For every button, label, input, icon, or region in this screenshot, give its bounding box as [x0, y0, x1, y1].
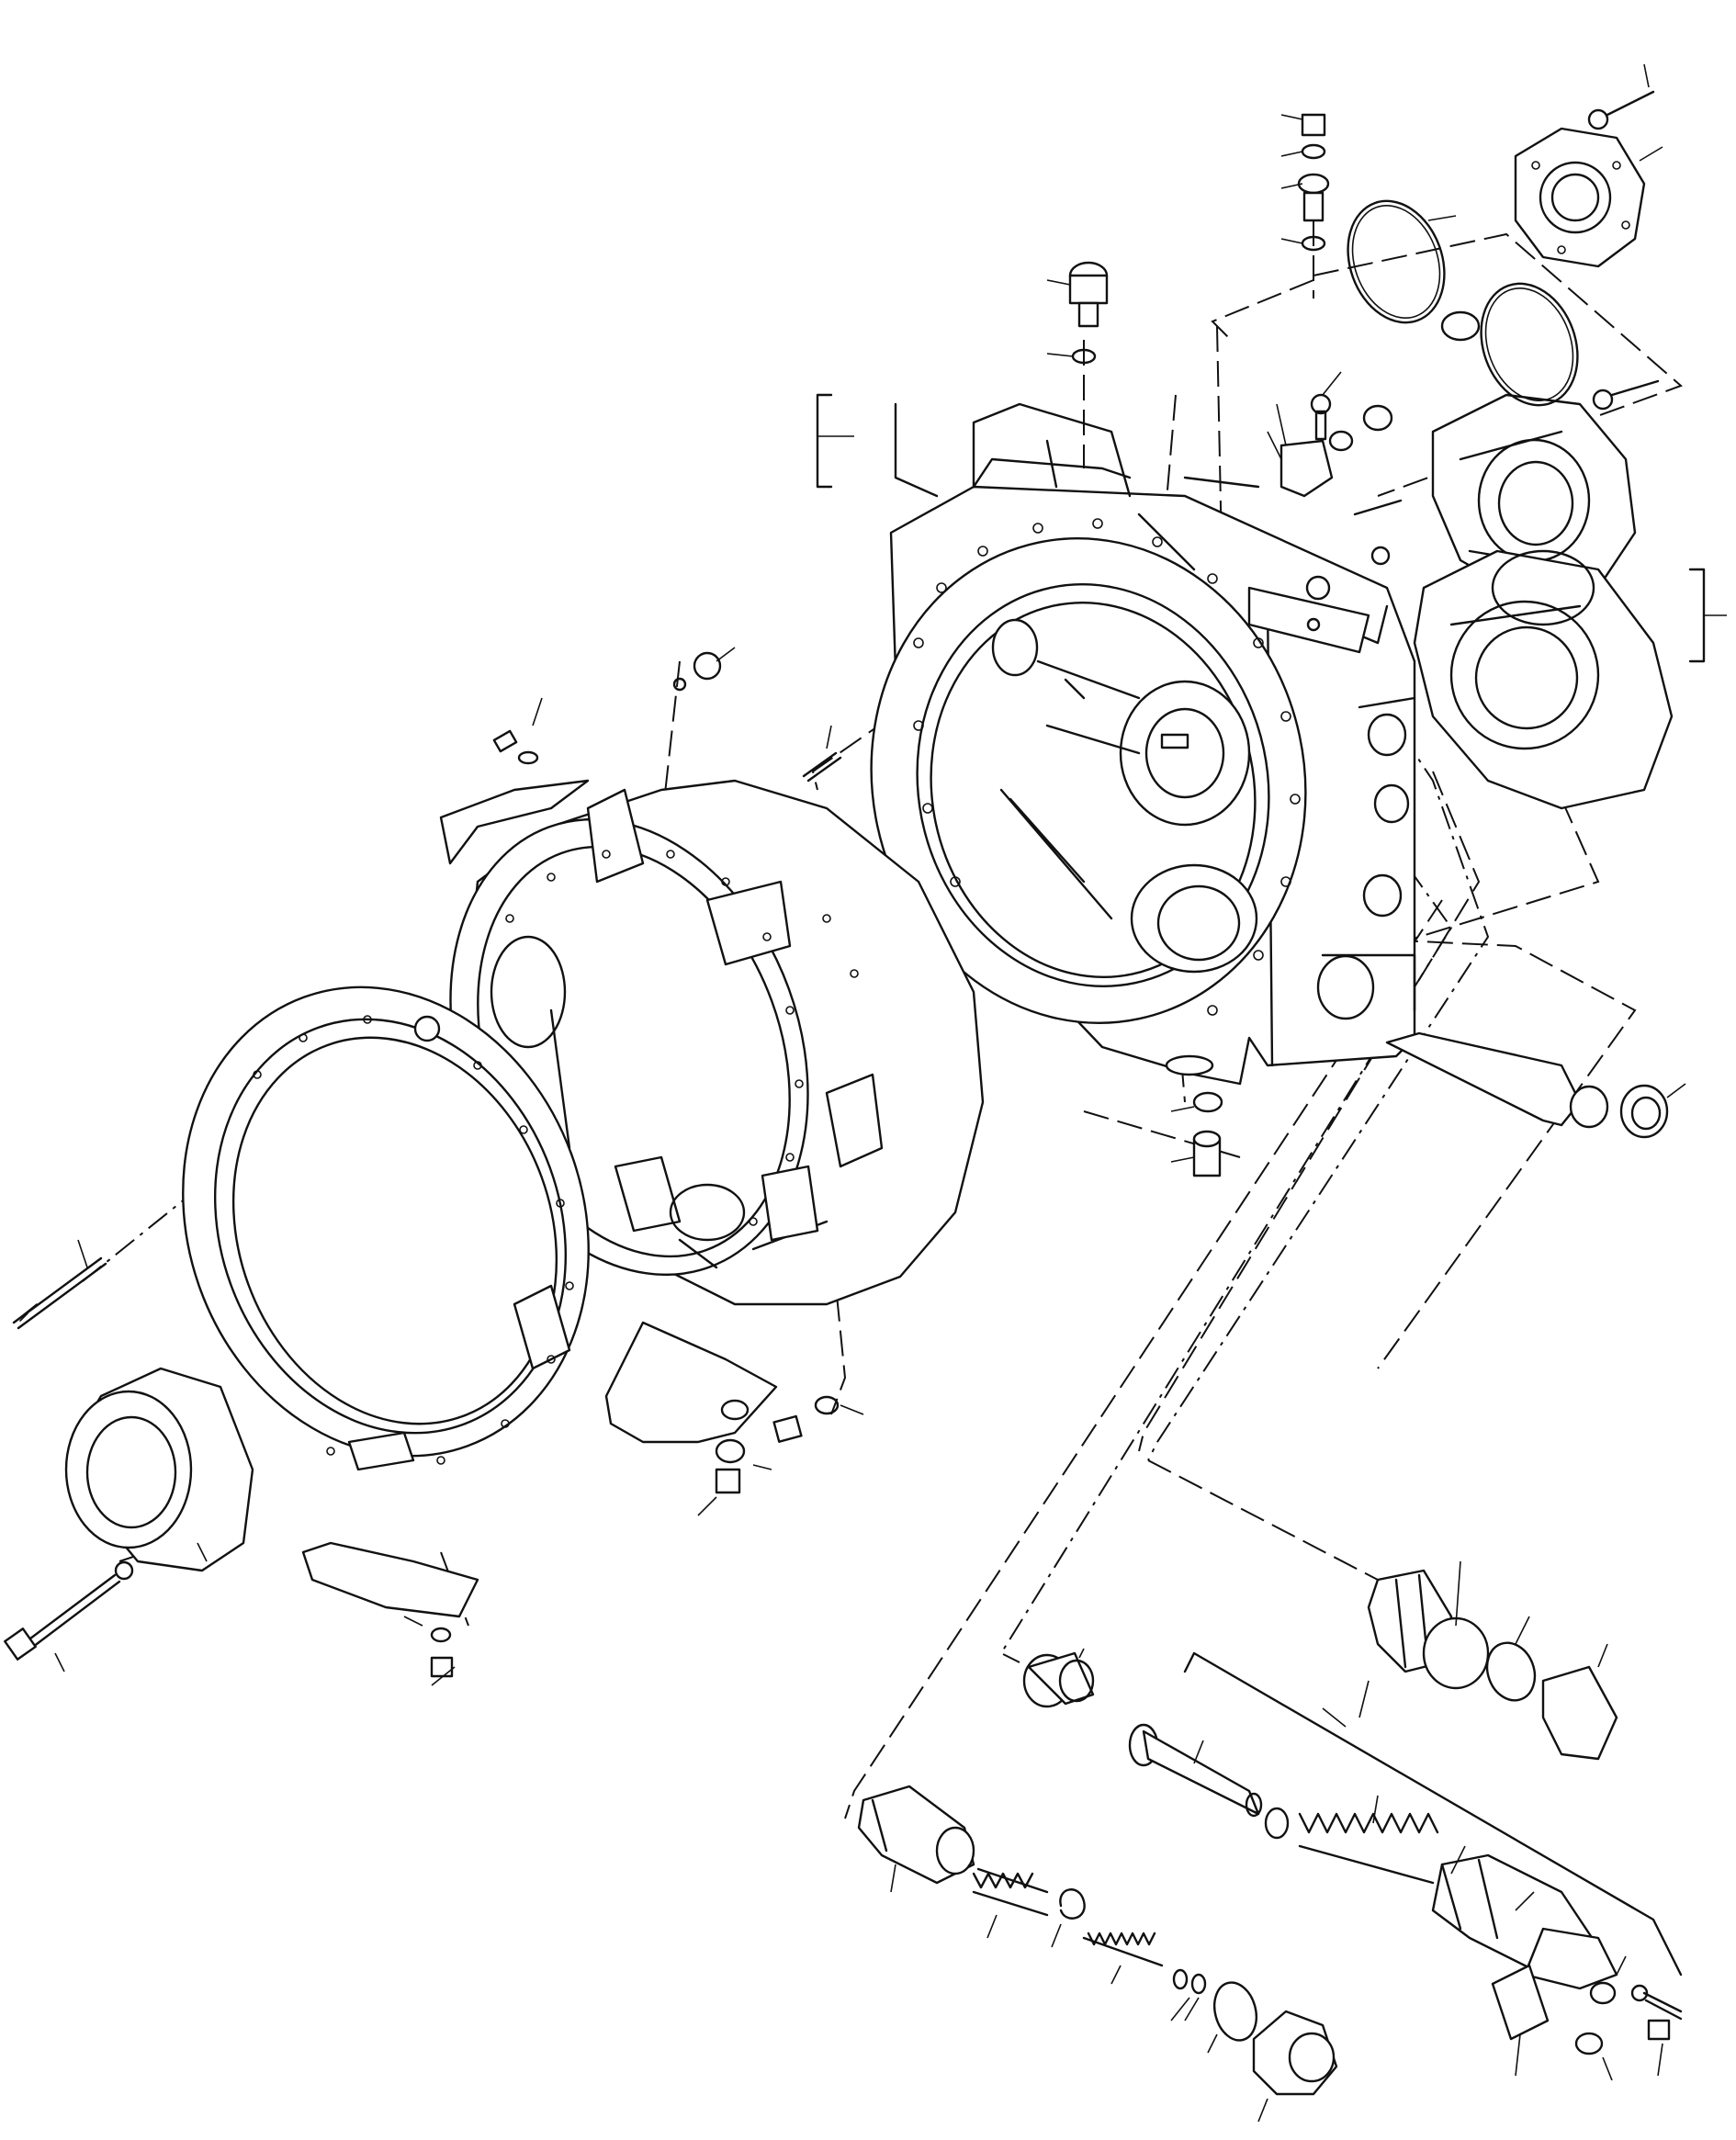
- o-ring-large-a: [1347, 199, 1446, 324]
- top-plug-stack: [1280, 113, 1330, 252]
- bearing-cap: [1514, 127, 1663, 268]
- valve-bracket-line: [1183, 1651, 1683, 1977]
- bolt-top-right: [1587, 63, 1655, 130]
- shield-plate-lower: [604, 1321, 778, 1444]
- bolt-right-mid: [1592, 379, 1660, 411]
- dipstick-tube: [1385, 1031, 1686, 1139]
- bolt-long: [4, 1560, 134, 1673]
- flange-bolt-holes: [913, 518, 1301, 1016]
- breather-plug: [1046, 261, 1109, 365]
- shield-plate-upper: [439, 779, 590, 865]
- drain-plug: [1170, 1091, 1223, 1177]
- small-fasteners: [403, 647, 864, 1686]
- valve-washer: [1264, 1807, 1290, 1840]
- valve-bolts: [1574, 1955, 1683, 2081]
- circlip: [1059, 1888, 1086, 1920]
- flange-cover-upper: [1431, 393, 1637, 599]
- cap-small: [1440, 310, 1481, 342]
- valve-body: [1431, 1845, 1618, 1990]
- warning-tag: [1491, 1964, 1550, 2041]
- valve-piston: [857, 1785, 975, 1893]
- drum-housing-outer-ring: [182, 986, 590, 1471]
- valve-sleeve: [1367, 1560, 1618, 1761]
- valve-spool: [1128, 1707, 1347, 1818]
- drum-bolt-holes: [505, 850, 859, 1226]
- valve-o-ring: [1212, 1981, 1258, 2042]
- spring-small: [972, 1867, 1049, 1939]
- flange-cover-lower: [1413, 549, 1674, 810]
- housing-bracket-marker: [816, 393, 939, 498]
- pin-small: [1353, 499, 1403, 516]
- transmission-housing: [870, 402, 1416, 1086]
- valve-washers-small: [1170, 1968, 1207, 2022]
- valve-bracket: [1267, 371, 1393, 498]
- flange-bracket-marker: [1688, 568, 1727, 663]
- stud-short: [802, 725, 842, 783]
- end-cap: [64, 1367, 254, 1572]
- o-ring-large-b: [1480, 282, 1579, 407]
- stud-long: [12, 1239, 107, 1330]
- spring-pin: [1082, 1932, 1164, 1985]
- shield-plate-bottom: [301, 1541, 479, 1618]
- plug-cap: [1252, 2010, 1338, 2123]
- spring-large: [1298, 1795, 1439, 1885]
- valve-bushing: [1022, 1648, 1095, 1708]
